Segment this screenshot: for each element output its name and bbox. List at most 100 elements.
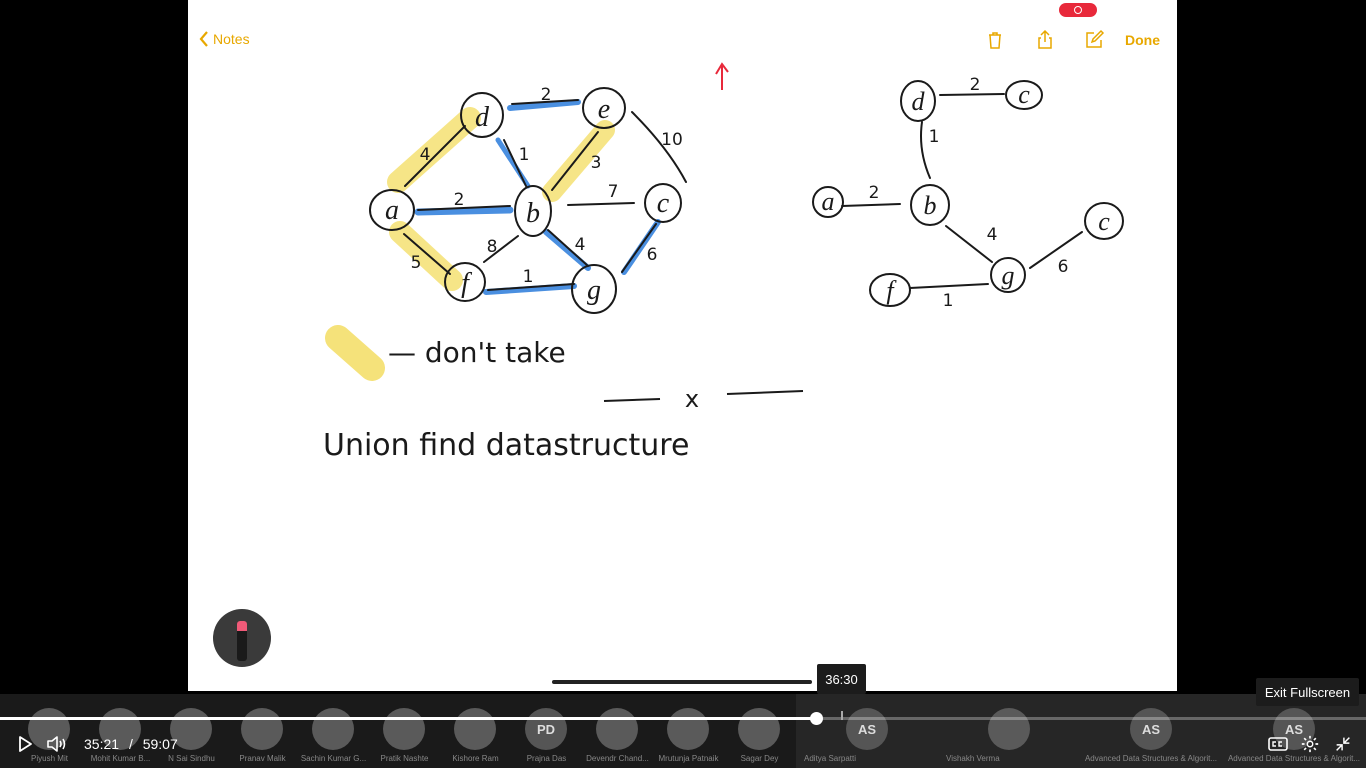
red-pen-mark: [715, 62, 729, 90]
edge-weight: 2: [541, 85, 552, 105]
done-button[interactable]: Done: [1125, 32, 1160, 48]
progress-bar-played: [0, 717, 816, 720]
highlight-ab: [414, 206, 514, 216]
total-time: 59:07: [142, 736, 178, 752]
node-label: a: [385, 195, 399, 226]
edge-weight: 6: [647, 245, 658, 265]
share-icon[interactable]: [1034, 29, 1056, 51]
notes-back-button[interactable]: Notes: [198, 30, 250, 48]
edge-weight: 10: [661, 130, 683, 150]
edge-weight: 6: [1058, 257, 1069, 277]
edge-weight: 8: [487, 237, 498, 257]
right-graph: d c a b c f g 2 1 2 4 6 1: [812, 75, 1124, 311]
pen-tool-button[interactable]: [213, 609, 271, 667]
node-f: [444, 262, 486, 302]
heading-union-find: Union find datastructure: [323, 428, 689, 463]
edge-gc: [1029, 231, 1083, 269]
highlight-fg: [483, 283, 577, 295]
node-label: d: [912, 87, 926, 116]
captions-icon[interactable]: [1267, 734, 1289, 754]
player-controls: 35:21 / 59:07: [0, 728, 1366, 760]
participant-tile[interactable]: N Sai Sindhu: [156, 694, 227, 768]
avatar: [667, 708, 709, 750]
edge-weight: 7: [608, 182, 619, 202]
node-label: e: [598, 94, 610, 125]
edge-fg: [487, 283, 575, 291]
avatar: [312, 708, 354, 750]
participant-tile[interactable]: Pranav Malik: [227, 694, 298, 768]
node-d: [460, 92, 504, 138]
edge-de: [511, 99, 579, 105]
edge-af: [403, 233, 451, 275]
participant-tile[interactable]: Devendr Chand...: [582, 694, 653, 768]
avatar: AS: [1130, 708, 1172, 750]
progress-scrubber-handle[interactable]: [809, 712, 823, 725]
participant-tile[interactable]: Pratik Nashte: [369, 694, 440, 768]
avatar: [383, 708, 425, 750]
participant-tile[interactable]: Mohit Kumar B...: [85, 694, 156, 768]
participant-tile[interactable]: Mrutunja Patnaik: [653, 694, 724, 768]
avatar: AS: [846, 708, 888, 750]
edge-gc: [621, 223, 657, 273]
volume-icon[interactable]: [46, 734, 68, 754]
edge-db: [920, 121, 931, 179]
avatar: [170, 708, 212, 750]
node-a: [812, 186, 844, 218]
current-time: 35:21: [84, 736, 120, 752]
screen-share-notes-canvas: Notes Done: [188, 0, 1177, 691]
compose-icon[interactable]: [1083, 29, 1105, 51]
divider-line-left: [603, 398, 661, 402]
node-g: [571, 264, 617, 314]
node-label: c: [1018, 80, 1030, 109]
home-indicator-bar: [552, 680, 812, 684]
node-e: [582, 87, 626, 129]
time-separator: /: [128, 736, 133, 752]
participant-tile[interactable]: Vishakh Verma: [938, 694, 1079, 768]
avatar: [241, 708, 283, 750]
node-label: f: [886, 276, 897, 305]
exit-fullscreen-icon[interactable]: [1332, 734, 1354, 754]
edge-ab: [841, 203, 901, 207]
participant-tile[interactable]: Kishore Ram: [440, 694, 511, 768]
node-label: b: [924, 191, 937, 220]
edge-bg: [547, 229, 589, 267]
node-f: [869, 273, 911, 307]
participant-tile[interactable]: Sachin Kumar G...: [298, 694, 369, 768]
legend-swatch: [325, 325, 385, 381]
node-c: [1084, 202, 1124, 240]
edge-weight: 3: [591, 153, 602, 173]
edge-weight: 1: [519, 145, 530, 165]
avatar: [99, 708, 141, 750]
divider-mark: x: [685, 385, 699, 413]
node-label: a: [822, 187, 835, 216]
progress-bar[interactable]: [0, 711, 1366, 725]
edge-weight: 4: [987, 225, 998, 245]
participant-tile[interactable]: Sagar Dey: [724, 694, 795, 768]
node-label: c: [1098, 207, 1110, 236]
edge-ad: [404, 125, 466, 187]
edge-weight: 2: [454, 190, 465, 210]
edge-weight: 5: [411, 253, 422, 273]
play-icon[interactable]: [14, 734, 36, 754]
highlight-be: [542, 120, 615, 202]
participant-tile[interactable]: Piyush Mit: [14, 694, 85, 768]
settings-gear-icon[interactable]: [1299, 734, 1321, 754]
trash-icon[interactable]: [984, 29, 1006, 51]
node-label: g: [587, 275, 601, 306]
divider: [603, 390, 804, 402]
node-label: f: [461, 268, 472, 299]
participants-strip-dark-section: [796, 694, 1366, 768]
highlight-bg: [543, 229, 591, 271]
recording-indicator[interactable]: [1059, 3, 1097, 17]
edge-bg: [945, 225, 993, 263]
edge-weight: 4: [575, 235, 586, 255]
edge-weight: 4: [420, 145, 431, 165]
node-label: c: [657, 188, 670, 219]
avatar: [454, 708, 496, 750]
avatar: [988, 708, 1030, 750]
node-label: d: [475, 102, 490, 133]
avatar: [738, 708, 780, 750]
